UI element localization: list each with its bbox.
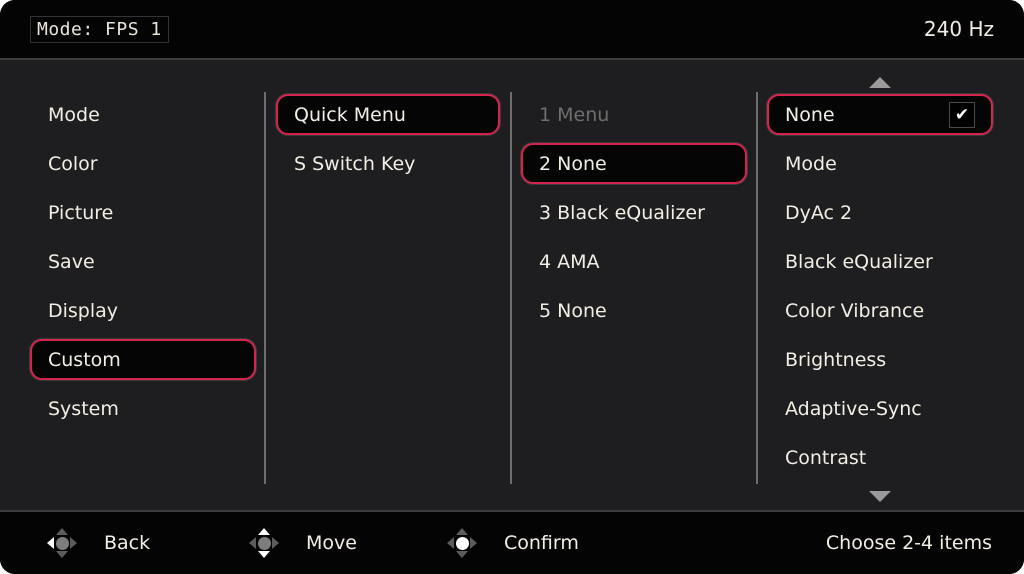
option-dyac-2[interactable]: DyAc 2 xyxy=(785,201,853,224)
quick-menu-slots-column: 1 Menu 2 None 3 Black eQualizer 4 AMA 5 … xyxy=(521,94,747,510)
main-menu-column: Mode Color Picture Save Display Custom S… xyxy=(30,94,256,510)
menu-item-color[interactable]: Color xyxy=(48,152,98,175)
back-hint: Back xyxy=(46,512,150,574)
options-column: None ✔ Mode DyAc 2 Black eQualizer Color… xyxy=(767,77,993,510)
menu-panel: Mode Color Picture Save Display Custom S… xyxy=(0,60,1024,512)
confirm-label: Confirm xyxy=(504,532,579,554)
footer-bar: Back Move Confirm Choose 2-4 items xyxy=(0,512,1024,574)
joystick-press-icon xyxy=(446,527,478,559)
top-bar: Mode: FPS 1 240 Hz xyxy=(0,0,1024,60)
slot-4-ama[interactable]: 4 AMA xyxy=(539,250,600,273)
selection-note: Choose 2-4 items xyxy=(825,532,992,554)
column-divider xyxy=(756,92,758,484)
option-color-vibrance[interactable]: Color Vibrance xyxy=(785,299,925,322)
column-divider xyxy=(510,92,512,484)
option-label: None xyxy=(785,103,835,126)
option-mode[interactable]: Mode xyxy=(785,152,837,175)
slot-3-black-equalizer[interactable]: 3 Black eQualizer xyxy=(539,201,705,224)
joystick-up-down-icon xyxy=(248,527,280,559)
joystick-left-icon xyxy=(46,527,78,559)
menu-item-system[interactable]: System xyxy=(48,397,119,420)
mode-title: Mode: FPS 1 xyxy=(30,15,169,43)
scroll-up-icon[interactable] xyxy=(869,77,891,88)
menu-item-picture[interactable]: Picture xyxy=(48,201,114,224)
move-hint: Move xyxy=(248,512,357,574)
option-none[interactable]: None ✔ xyxy=(767,94,993,135)
refresh-rate: 240 Hz xyxy=(923,17,994,41)
menu-item-mode[interactable]: Mode xyxy=(48,103,100,126)
custom-submenu-column: Quick Menu S Switch Key xyxy=(276,94,500,510)
option-brightness[interactable]: Brightness xyxy=(785,348,887,371)
option-adaptive-sync[interactable]: Adaptive-Sync xyxy=(785,397,922,420)
back-label: Back xyxy=(104,532,151,554)
submenu-item-quick-menu[interactable]: Quick Menu xyxy=(276,94,500,135)
slot-2-none[interactable]: 2 None xyxy=(521,143,747,184)
checkmark-icon: ✔ xyxy=(949,101,975,128)
menu-item-save[interactable]: Save xyxy=(48,250,95,273)
menu-item-display[interactable]: Display xyxy=(48,299,119,322)
menu-item-custom[interactable]: Custom xyxy=(30,339,256,380)
scroll-down-icon[interactable] xyxy=(869,491,891,502)
option-black-equalizer[interactable]: Black eQualizer xyxy=(785,250,933,273)
column-divider xyxy=(264,92,266,484)
confirm-hint: Confirm xyxy=(446,512,579,574)
slot-5-none[interactable]: 5 None xyxy=(539,299,607,322)
move-label: Move xyxy=(306,532,357,554)
submenu-item-s-switch-key[interactable]: S Switch Key xyxy=(294,152,416,175)
slot-1-menu: 1 Menu xyxy=(539,103,610,126)
option-contrast[interactable]: Contrast xyxy=(785,446,867,469)
